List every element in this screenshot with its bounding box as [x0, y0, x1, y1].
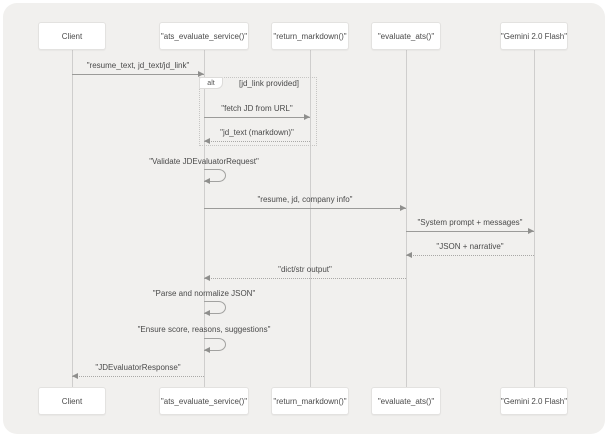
arrowhead-left-icon	[204, 178, 210, 184]
participant-label: Client	[61, 31, 83, 41]
arrowhead-left-icon	[72, 373, 78, 379]
message-line	[204, 208, 406, 209]
participant-label: "Gemini 2.0 Flash"	[500, 396, 568, 406]
message-label-dict-str-output: "dict/str output"	[278, 265, 332, 274]
participant-client-top: Client	[38, 22, 106, 50]
self-message-loop	[204, 301, 226, 314]
arrowhead-right-icon	[198, 71, 204, 77]
arrowhead-left-icon	[204, 138, 210, 144]
message-label-jd-text: "jd_text (markdown)"	[220, 128, 294, 137]
participant-gemini-top: "Gemini 2.0 Flash"	[500, 22, 568, 50]
participant-gemini-bottom: "Gemini 2.0 Flash"	[500, 387, 568, 415]
participant-label: "ats_evaluate_service()"	[160, 31, 248, 41]
participant-return-markdown-bottom: "return_markdown()"	[271, 387, 349, 415]
participant-label: "evaluate_ats()"	[377, 396, 435, 406]
alt-operator-label: alt	[207, 79, 215, 87]
participant-label: "Gemini 2.0 Flash"	[500, 31, 568, 41]
message-line	[72, 376, 204, 377]
message-line	[204, 141, 310, 142]
arrowhead-right-icon	[528, 228, 534, 234]
message-line	[204, 278, 406, 279]
alt-fragment	[199, 77, 317, 146]
participant-ats-evaluate-service-bottom: "ats_evaluate_service()"	[159, 387, 249, 415]
participant-label: "evaluate_ats()"	[377, 31, 435, 41]
participant-return-markdown-top: "return_markdown()"	[271, 22, 349, 50]
message-line	[72, 74, 204, 75]
self-message-loop	[204, 338, 226, 351]
participant-label: "return_markdown()"	[273, 31, 347, 41]
lifeline-ats-evaluate-service	[204, 50, 205, 387]
participant-label: Client	[61, 396, 83, 406]
message-label-ensure-score: "Ensure score, reasons, suggestions"	[137, 325, 271, 334]
arrowhead-left-icon	[204, 275, 210, 281]
message-line	[204, 117, 310, 118]
lifeline-return-markdown	[310, 50, 311, 387]
participant-ats-evaluate-service-top: "ats_evaluate_service()"	[159, 22, 249, 50]
message-label-resume-text: "resume_text, jd_text/jd_link"	[86, 61, 190, 70]
arrowhead-left-icon	[204, 310, 210, 316]
lifeline-client	[72, 50, 73, 387]
message-label-parse-json: "Parse and normalize JSON"	[152, 289, 256, 298]
arrowhead-right-icon	[304, 114, 310, 120]
alt-condition: [jd_link provided]	[238, 79, 300, 88]
message-line	[406, 231, 534, 232]
participant-evaluate-ats-bottom: "evaluate_ats()"	[371, 387, 441, 415]
message-label-system-prompt: "System prompt + messages"	[417, 218, 523, 227]
participant-label: "return_markdown()"	[273, 396, 347, 406]
alt-operator-tab: alt	[199, 77, 223, 89]
lifeline-gemini	[534, 50, 535, 387]
message-label-evaluator-response: "JDEvaluatorResponse"	[95, 363, 181, 372]
arrowhead-left-icon	[204, 347, 210, 353]
message-label-resume-jd-company: "resume, jd, company info"	[257, 195, 353, 204]
participant-label: "ats_evaluate_service()"	[160, 396, 248, 406]
message-label-fetch-jd: "fetch JD from URL"	[221, 104, 293, 113]
participant-evaluate-ats-top: "evaluate_ats()"	[371, 22, 441, 50]
message-label-json-narrative: "JSON + narrative"	[436, 242, 504, 251]
message-label-validate-request: "Validate JDEvaluatorRequest"	[149, 157, 259, 166]
lifeline-evaluate-ats	[406, 50, 407, 387]
message-line	[406, 255, 534, 256]
arrowhead-left-icon	[406, 252, 412, 258]
self-message-loop	[204, 169, 226, 182]
arrowhead-right-icon	[400, 205, 406, 211]
participant-client-bottom: Client	[38, 387, 106, 415]
